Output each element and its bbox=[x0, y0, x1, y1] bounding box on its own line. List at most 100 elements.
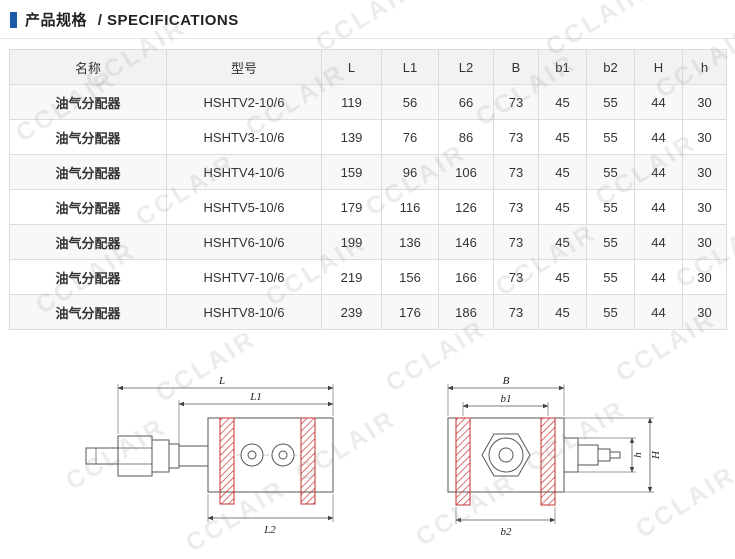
dimension-value-cell: 73 bbox=[493, 119, 539, 155]
dimension-value-cell: 44 bbox=[634, 84, 683, 120]
dimension-value-cell: 30 bbox=[682, 259, 727, 295]
model-cell: HSHTV5-10/6 bbox=[166, 189, 322, 225]
dimension-value-cell: 199 bbox=[321, 224, 382, 260]
dim-label-L: L bbox=[218, 375, 225, 387]
dimension-h: h bbox=[578, 437, 644, 473]
dimension-value-cell: 56 bbox=[381, 84, 439, 120]
dimension-value-cell: 73 bbox=[493, 294, 539, 330]
dimension-value-cell: 106 bbox=[438, 154, 494, 190]
dimension-value-cell: 30 bbox=[682, 294, 727, 330]
dimension-value-cell: 119 bbox=[321, 84, 382, 120]
dimension-value-cell: 146 bbox=[438, 224, 494, 260]
section-header: 产品规格 / SPECIFICATIONS bbox=[0, 0, 735, 39]
dimension-value-cell: 55 bbox=[586, 294, 635, 330]
dimension-value-cell: 30 bbox=[682, 224, 727, 260]
product-name-cell: 油气分配器 bbox=[9, 154, 167, 190]
dimension-value-cell: 45 bbox=[538, 294, 587, 330]
product-name-cell: 油气分配器 bbox=[9, 224, 167, 260]
dimension-value-cell: 55 bbox=[586, 189, 635, 225]
dim-label-b2: b2 bbox=[501, 526, 513, 538]
dimension-value-cell: 45 bbox=[538, 84, 587, 120]
dimension-value-cell: 45 bbox=[538, 224, 587, 260]
product-name-cell: 油气分配器 bbox=[9, 294, 167, 330]
page-title: 产品规格 / SPECIFICATIONS bbox=[25, 9, 239, 30]
dimension-value-cell: 44 bbox=[634, 154, 683, 190]
dim-label-B: B bbox=[503, 375, 510, 387]
page-title-zh: 产品规格 bbox=[25, 12, 88, 29]
product-name-cell: 油气分配器 bbox=[9, 189, 167, 225]
dimension-value-cell: 96 bbox=[381, 154, 439, 190]
dim-label-H: H bbox=[650, 450, 662, 460]
column-header: L bbox=[321, 49, 382, 85]
column-header: B bbox=[493, 49, 539, 85]
dimension-value-cell: 44 bbox=[634, 259, 683, 295]
page-title-en: / SPECIFICATIONS bbox=[97, 12, 239, 29]
seal-strip-right bbox=[300, 417, 316, 505]
dimension-H: H bbox=[564, 417, 662, 493]
column-header: b1 bbox=[538, 49, 587, 85]
dimension-value-cell: 73 bbox=[493, 224, 539, 260]
dimension-value-cell: 55 bbox=[586, 154, 635, 190]
dimension-value-cell: 73 bbox=[493, 154, 539, 190]
outlet-ports bbox=[240, 443, 295, 467]
technical-drawings: L L1 L2 bbox=[0, 372, 735, 545]
model-cell: HSHTV6-10/6 bbox=[166, 224, 322, 260]
dimension-value-cell: 45 bbox=[538, 154, 587, 190]
model-cell: HSHTV8-10/6 bbox=[166, 294, 322, 330]
header-accent-bar bbox=[10, 11, 17, 28]
dimension-value-cell: 116 bbox=[381, 189, 439, 225]
dimension-value-cell: 44 bbox=[634, 119, 683, 155]
dimension-value-cell: 239 bbox=[321, 294, 382, 330]
dimension-value-cell: 45 bbox=[538, 259, 587, 295]
dimension-value-cell: 73 bbox=[493, 84, 539, 120]
dimension-value-cell: 44 bbox=[634, 189, 683, 225]
dimension-L: L bbox=[117, 375, 334, 434]
column-header: b2 bbox=[586, 49, 635, 85]
column-header: L1 bbox=[381, 49, 439, 85]
dimension-value-cell: 176 bbox=[381, 294, 439, 330]
dim-label-L1: L1 bbox=[249, 391, 262, 403]
model-cell: HSHTV3-10/6 bbox=[166, 119, 322, 155]
dimension-value-cell: 44 bbox=[634, 224, 683, 260]
dimension-value-cell: 179 bbox=[321, 189, 382, 225]
dim-label-b1: b1 bbox=[501, 393, 512, 405]
dimension-L2: L2 bbox=[207, 494, 334, 536]
dimension-value-cell: 186 bbox=[438, 294, 494, 330]
dimension-value-cell: 45 bbox=[538, 119, 587, 155]
dimension-value-cell: 139 bbox=[321, 119, 382, 155]
dimension-value-cell: 30 bbox=[682, 119, 727, 155]
dimension-value-cell: 159 bbox=[321, 154, 382, 190]
dimension-b2: b2 bbox=[455, 507, 556, 538]
column-header: 名称 bbox=[9, 49, 167, 85]
product-name-cell: 油气分配器 bbox=[9, 259, 167, 295]
dim-label-L2: L2 bbox=[263, 524, 276, 536]
dimension-b1: b1 bbox=[462, 393, 549, 416]
column-header: h bbox=[682, 49, 727, 85]
inlet-fitting bbox=[85, 435, 209, 477]
model-cell: HSHTV7-10/6 bbox=[166, 259, 322, 295]
dimension-value-cell: 76 bbox=[381, 119, 439, 155]
model-cell: HSHTV2-10/6 bbox=[166, 84, 322, 120]
dimension-value-cell: 30 bbox=[682, 154, 727, 190]
seal-strip-left bbox=[219, 417, 235, 505]
dimension-value-cell: 44 bbox=[634, 294, 683, 330]
dimension-value-cell: 219 bbox=[321, 259, 382, 295]
column-header: L2 bbox=[438, 49, 494, 85]
dimension-B: B bbox=[447, 375, 565, 416]
side-outlet-fitting bbox=[563, 437, 621, 473]
dimension-value-cell: 126 bbox=[438, 189, 494, 225]
hex-plug bbox=[481, 433, 531, 477]
dimension-value-cell: 73 bbox=[493, 189, 539, 225]
dimension-value-cell: 166 bbox=[438, 259, 494, 295]
dimension-value-cell: 136 bbox=[381, 224, 439, 260]
dimension-value-cell: 55 bbox=[586, 224, 635, 260]
dimension-value-cell: 55 bbox=[586, 119, 635, 155]
dimension-value-cell: 66 bbox=[438, 84, 494, 120]
